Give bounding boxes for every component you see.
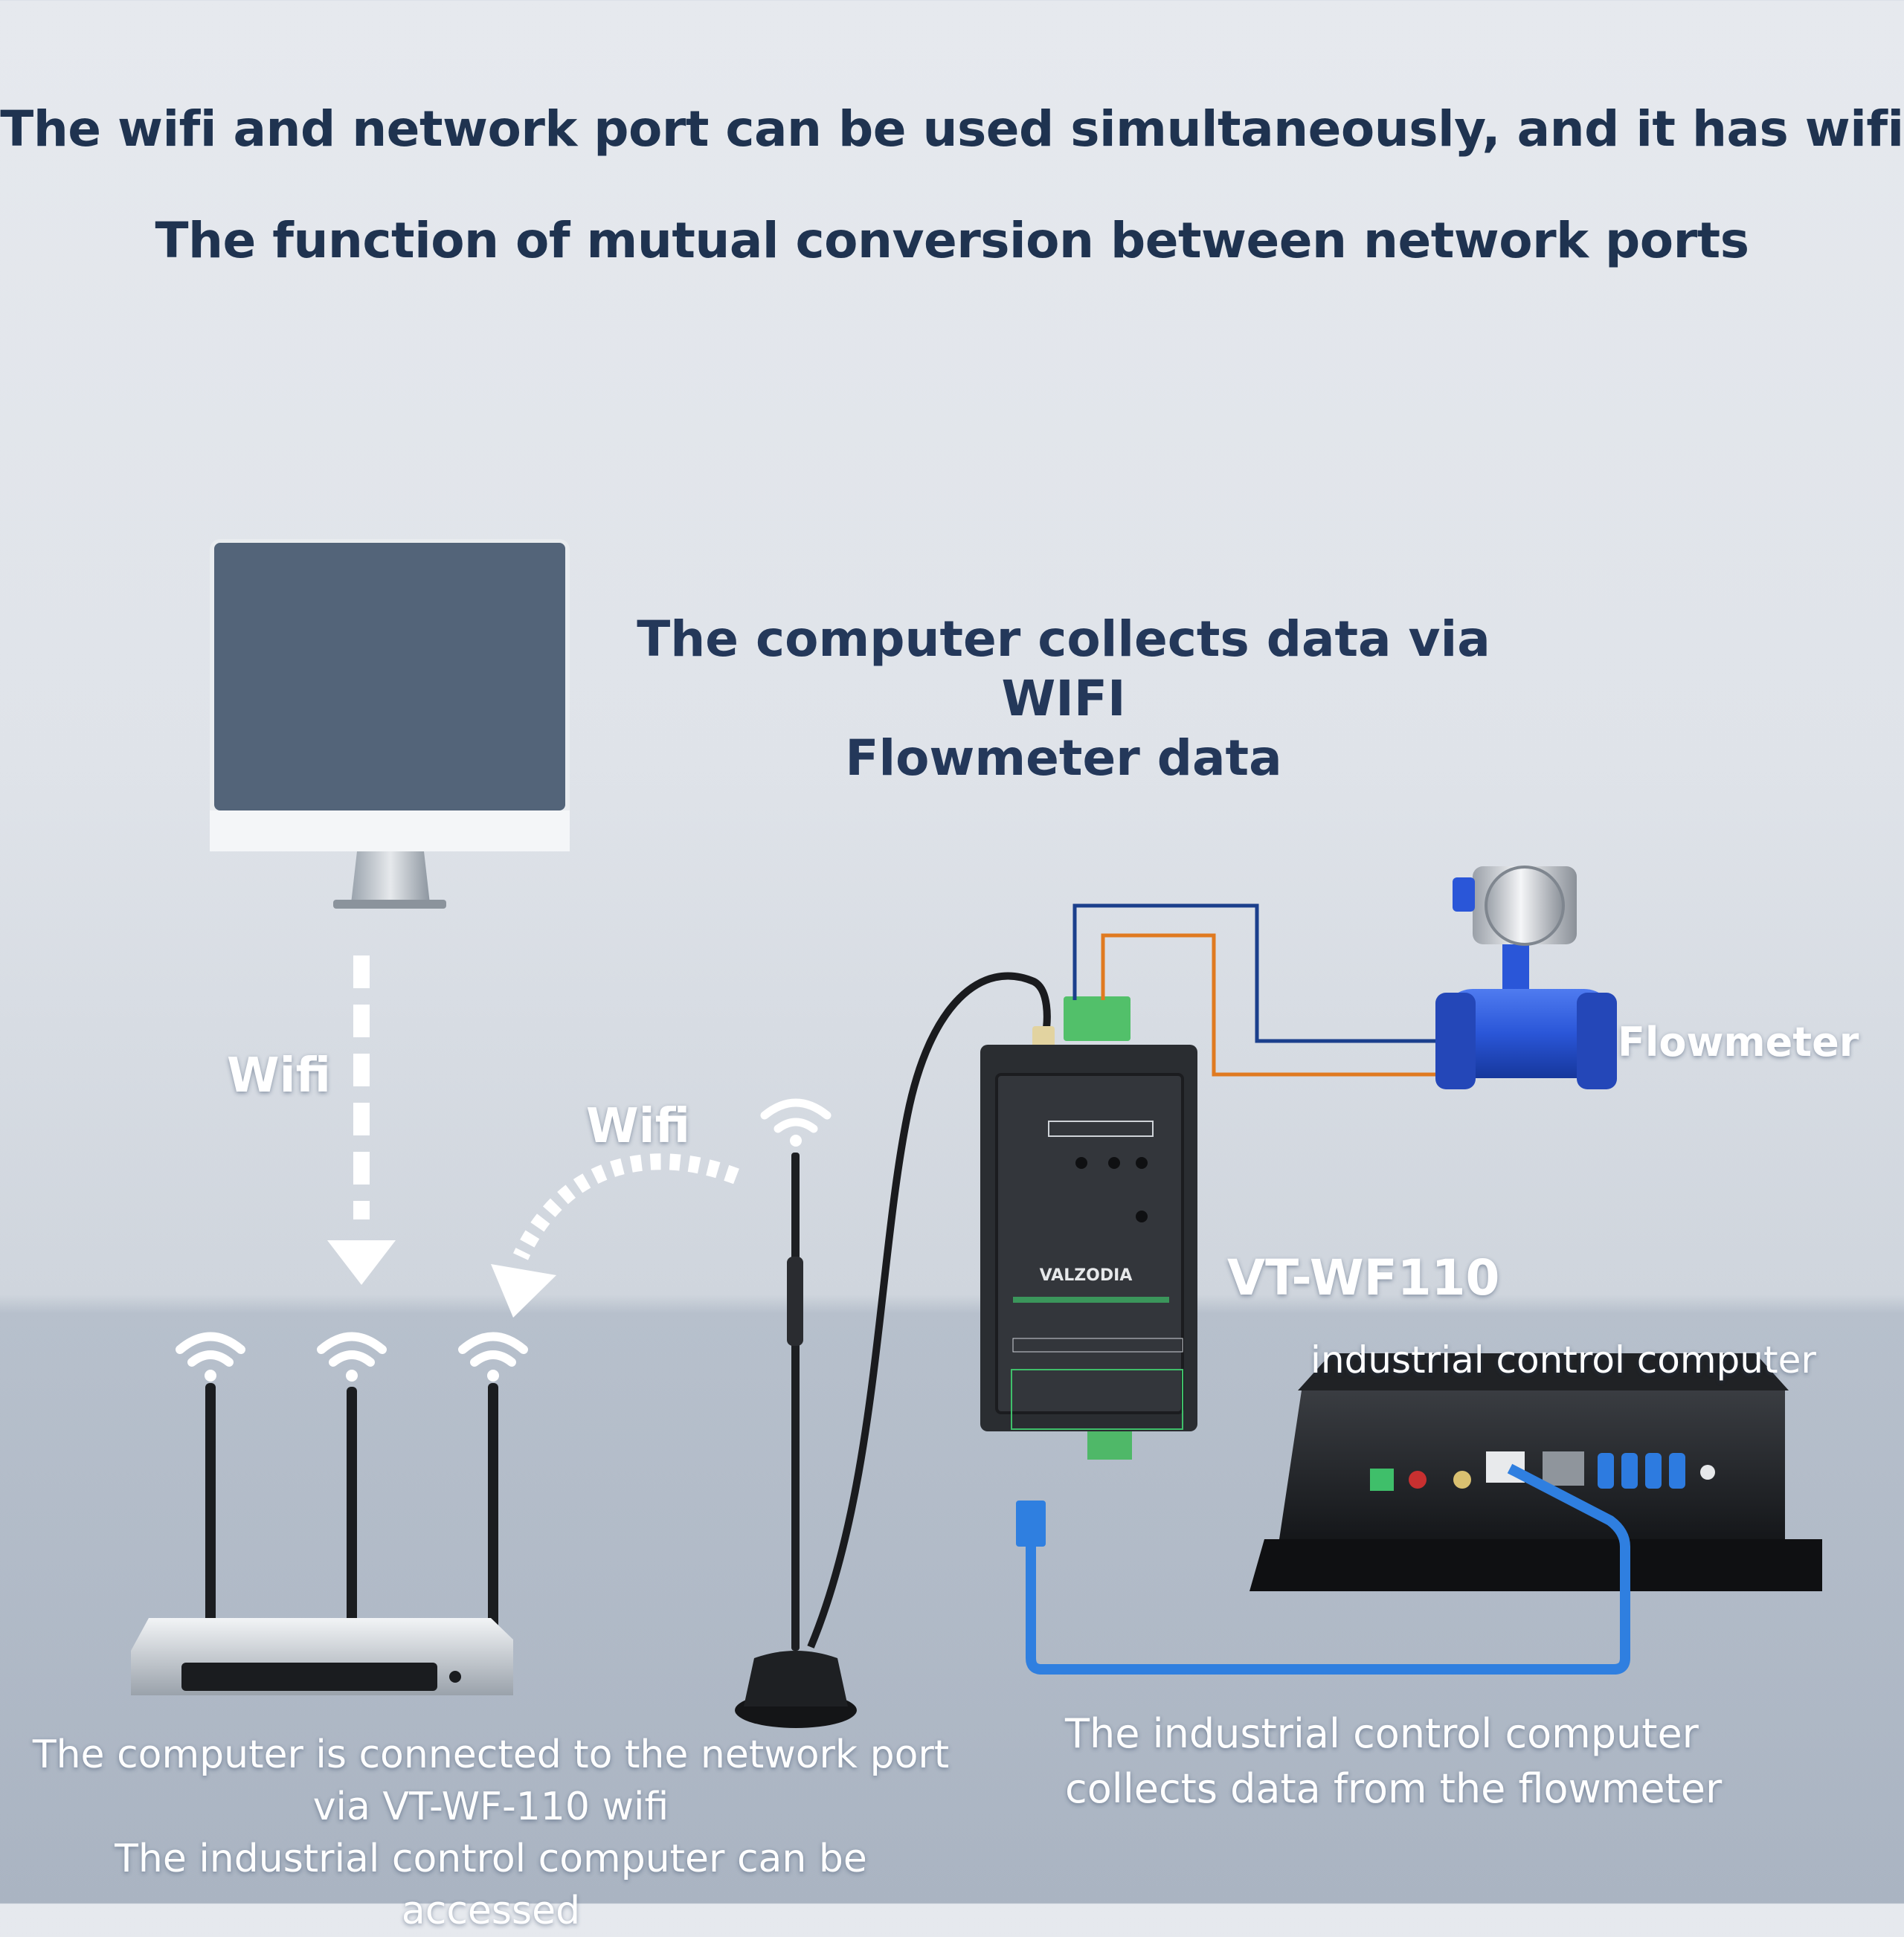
monitor-base <box>333 900 446 909</box>
industrial-computer <box>1250 1353 1822 1591</box>
router-front-panel <box>181 1663 437 1691</box>
arrow-head <box>327 1240 396 1285</box>
flange-left <box>1435 993 1476 1089</box>
vt-wf110-device: VALZODIA <box>980 996 1197 1547</box>
monitor-screen <box>214 543 565 810</box>
arrow-head <box>491 1264 556 1318</box>
bottom-right-caption-line-2: collects data from the flowmeter <box>1065 1762 1868 1817</box>
monitor-stand <box>351 851 430 903</box>
wifi-icon <box>180 1337 241 1363</box>
wifi-icon <box>321 1337 382 1363</box>
bottom-left-caption-line-1: The computer is connected to the network… <box>30 1729 952 1781</box>
ipc-base <box>1250 1539 1822 1591</box>
bottom-right-caption: The industrial control computer collects… <box>1065 1706 1868 1817</box>
ipc-lan-port-2 <box>1543 1451 1584 1486</box>
rj45-plug <box>1016 1501 1046 1547</box>
wifi-arrow-curved <box>491 1161 736 1318</box>
flowmeter <box>1435 866 1617 1089</box>
industrial-computer-label: industrial control computer <box>1310 1338 1816 1382</box>
terminal-block-bottom <box>1087 1431 1132 1460</box>
ipc-body <box>1279 1390 1785 1539</box>
wifi-arrow-vertical <box>327 955 396 1285</box>
bottom-left-caption: The computer is connected to the network… <box>30 1729 952 1937</box>
bottom-left-caption-line-3: The industrial control computer can be a… <box>30 1833 952 1937</box>
router <box>131 1337 524 1696</box>
device-brand: VALZODIA <box>1040 1266 1133 1285</box>
flange-right <box>1577 993 1617 1089</box>
wifi-label-vertical: Wifi <box>227 1048 331 1103</box>
bottom-right-caption-line-1: The industrial control computer <box>1065 1706 1868 1762</box>
monitor <box>210 539 570 909</box>
device-model-label: VT-WF110 <box>1227 1249 1499 1306</box>
monitor-chin <box>210 810 570 851</box>
wifi-label-curved: Wifi <box>586 1099 690 1154</box>
wifi-icon <box>765 1103 827 1129</box>
flowmeter-label: Flowmeter <box>1618 1019 1859 1066</box>
terminal-block-top <box>1064 996 1130 1041</box>
wifi-icon <box>463 1337 524 1363</box>
device-front-panel <box>997 1074 1183 1413</box>
bottom-left-caption-line-2: via VT-WF-110 wifi <box>30 1781 952 1833</box>
